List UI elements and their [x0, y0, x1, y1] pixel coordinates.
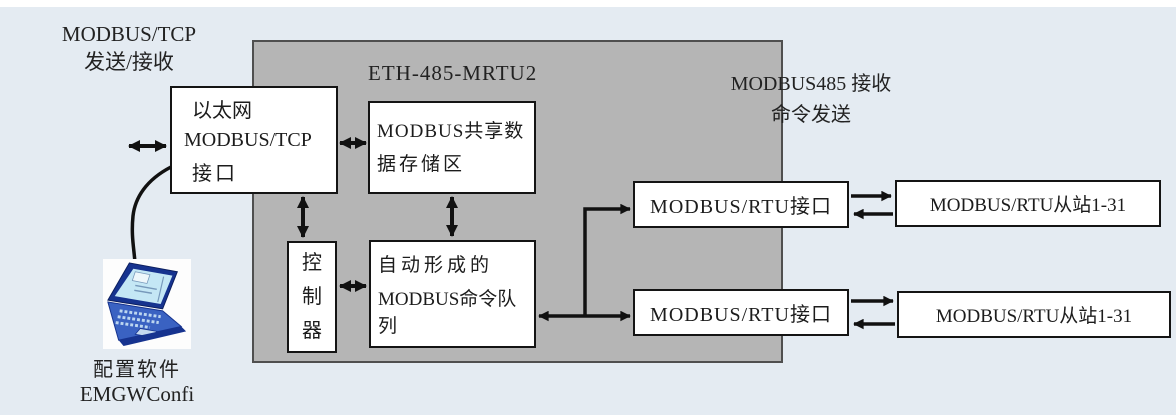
- rtu-slaves-top-box: MODBUS/RTU从站1-31: [895, 180, 1161, 227]
- config-software-label-line2: EMGWConfi: [79, 382, 195, 406]
- modbus-tcp-label: MODBUS/TCP 发送/接收: [36, 20, 222, 76]
- rtu-interface-bottom-label: MODBUS/RTU接口: [650, 304, 832, 326]
- controller-char2: 制: [302, 286, 322, 308]
- modbus-tcp-label-line2: 发送/接收: [84, 50, 174, 74]
- controller-char1: 控: [302, 252, 322, 274]
- modbus-tcp-label-line1: MODBUS/TCP: [61, 22, 197, 46]
- rtu-interface-bottom-box: MODBUS/RTU接口: [633, 289, 849, 336]
- rtu-slaves-bottom-box: MODBUS/RTU从站1-31: [897, 291, 1171, 338]
- controller-box: 控 制 器: [287, 241, 337, 353]
- command-queue-line2: MODBUS命令队列: [378, 289, 517, 338]
- laptop-icon-graphic: [107, 262, 187, 347]
- top-margin-strip: [0, 0, 1176, 7]
- ethernet-interface-line2: MODBUS/TCP: [184, 128, 312, 151]
- command-queue-box: 自动形成的 MODBUS命令队列: [369, 240, 536, 348]
- shared-memory-line1: MODBUS共享数: [377, 120, 525, 142]
- laptop-cable: [130, 165, 172, 264]
- shared-memory-line2: 据存储区: [377, 153, 466, 175]
- ethernet-interface-line1: 以太网: [192, 99, 252, 122]
- panel-title: ETH-485-MRTU2: [368, 61, 538, 85]
- rtu-slaves-top-label: MODBUS/RTU从站1-31: [929, 195, 1127, 216]
- shared-memory-box: MODBUS共享数 据存储区: [368, 101, 536, 194]
- config-software-label: 配置软件 EMGWConfi: [40, 358, 234, 406]
- modbus-485-label-line1: MODBUS485 接收: [730, 73, 892, 95]
- config-software-label-line1: 配置软件: [93, 359, 181, 381]
- modbus-485-label: MODBUS485 接收 命令发送: [688, 69, 934, 131]
- controller-char3: 器: [302, 320, 322, 342]
- modbus-485-label-line2: 命令发送: [771, 104, 851, 126]
- ethernet-interface-box: 以太网 MODBUS/TCP 接口: [170, 86, 338, 194]
- rtu-slaves-bottom-label: MODBUS/RTU从站1-31: [935, 306, 1133, 327]
- rtu-interface-top-label: MODBUS/RTU接口: [650, 196, 832, 218]
- ethernet-interface-line3: 接口: [192, 163, 238, 186]
- rtu-interface-top-box: MODBUS/RTU接口: [633, 181, 849, 228]
- command-queue-line1: 自动形成的: [378, 254, 494, 276]
- laptop-icon: [103, 259, 191, 349]
